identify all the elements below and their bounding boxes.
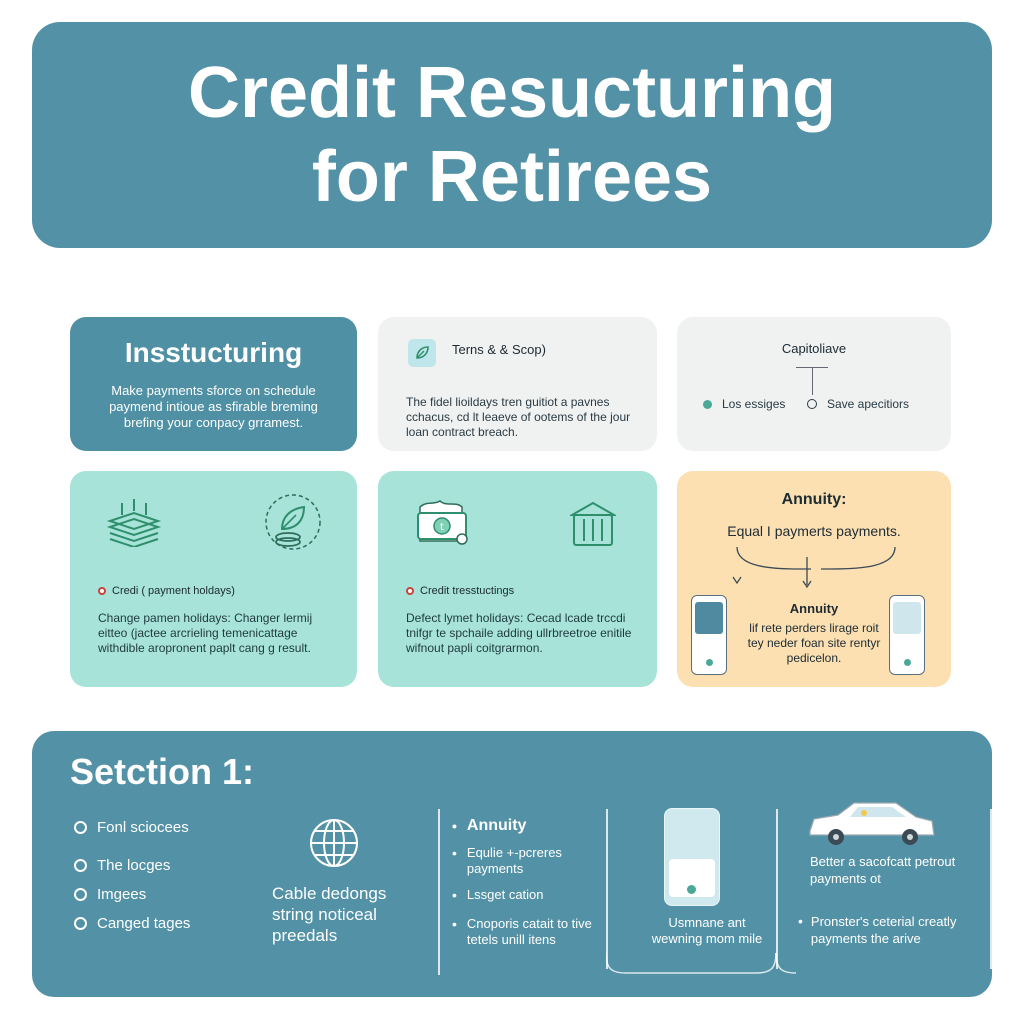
- column-divider: [438, 809, 440, 975]
- radio-empty-icon: [74, 821, 87, 834]
- svg-text:t: t: [440, 522, 444, 533]
- card-body: Make payments sforce on schedule paymend…: [109, 383, 318, 430]
- card-heading: Credit tresstuctings: [406, 585, 514, 597]
- money-stack-icon: [106, 497, 162, 552]
- list-item: • Lssget cation: [452, 887, 602, 903]
- phone-icon: [889, 595, 925, 675]
- card-body: The fidel lioildays tren guitiot a pavne…: [406, 395, 631, 439]
- radio-empty-icon: [74, 888, 87, 901]
- list-item-label: Canged tages: [97, 915, 191, 932]
- banknote-icon: t: [412, 497, 476, 552]
- list-item: • Cnoporis catait to tive tetels unill i…: [452, 916, 602, 948]
- radio-empty-icon: [74, 859, 87, 872]
- card-heading-text: Credi ( payment holdays): [112, 585, 235, 597]
- list-item[interactable]: Fonl sciocees: [74, 819, 189, 836]
- leaf-icon: [408, 339, 436, 367]
- connector-line: [812, 367, 813, 395]
- card-credit-payment-holidays[interactable]: Credi ( payment holdays) Change pamen ho…: [70, 471, 357, 687]
- list-item-label: The locges: [97, 857, 171, 874]
- bullet-icon: •: [798, 913, 803, 929]
- list-item[interactable]: The locges: [74, 857, 170, 874]
- bullet-icon: •: [452, 845, 457, 861]
- annuity-heading-text: Annuity: [466, 817, 527, 834]
- card-body: lif rete perders lirage roit tey neder f…: [747, 621, 881, 665]
- card-capital-options[interactable]: Capitoliave Los essiges Save apecitiors: [677, 317, 951, 451]
- option-label: Los essiges: [722, 397, 786, 411]
- radio-empty-icon: [74, 917, 87, 930]
- list-item-text: Equlie +-pcreres payments: [466, 845, 562, 876]
- car-icon: [804, 797, 938, 854]
- option-label: Save apecitiors: [827, 397, 910, 411]
- option-b[interactable]: Save apecitiors: [807, 397, 909, 411]
- card-title: Terns & & Scop): [452, 342, 546, 357]
- card-title: Capitoliave: [781, 341, 847, 356]
- annuity-heading: • Annuity: [452, 817, 526, 835]
- list-item-label: Fonl sciocees: [97, 819, 189, 836]
- phone-icon: [691, 595, 727, 675]
- card-title: Annuity:: [781, 491, 847, 508]
- bullet-icon: •: [452, 887, 457, 903]
- car-description: Better a sacofcatt petrout payments ot: [810, 854, 956, 886]
- page-title-line-2: for Retirees: [311, 137, 713, 217]
- page-title-line-1: Credit Resucturing: [187, 53, 837, 133]
- header-banner: Credit Resucturing for Retirees: [32, 22, 992, 248]
- list-item-text: Pronster's ceterial creatly payments the…: [810, 914, 957, 946]
- card-title: Insstucturing: [124, 337, 303, 368]
- column-divider: [606, 809, 608, 969]
- bullet-icon: [98, 587, 106, 595]
- card-annuity[interactable]: Annuity: Equal I paymerts payments. Annu…: [677, 471, 951, 687]
- card-heading: Credi ( payment holdays): [98, 585, 235, 597]
- option-a[interactable]: Los essiges: [703, 397, 785, 411]
- radio-empty-icon: [807, 399, 817, 409]
- list-item-text: Lssget cation: [466, 887, 544, 902]
- bullet-icon: •: [452, 916, 457, 932]
- bullet-icon: •: [452, 818, 457, 834]
- list-item-label: Imgees: [97, 886, 147, 903]
- list-item: • Equlie +-pcreres payments: [452, 845, 602, 877]
- section-panel: Setction 1: Fonl sciocees The locges Img…: [32, 731, 992, 997]
- radio-selected-icon: [703, 399, 712, 409]
- list-item[interactable]: Canged tages: [74, 915, 190, 932]
- card-credit-restructurings[interactable]: t Credit tresstuctings Defect lymet holi…: [378, 471, 657, 687]
- card-subtitle: Equal I paymerts payments.: [727, 523, 901, 539]
- card-restructuring[interactable]: Insstucturing Make payments sforce on sc…: [70, 317, 357, 451]
- section-description: Cable dedongs string noticeal preedals: [272, 884, 387, 945]
- leaf-coins-icon: [264, 493, 322, 556]
- card-body: Defect lymet holidays: Cecad lcade trccd…: [406, 611, 632, 655]
- phone-caption: Usmnane ant wewning mom mile: [651, 915, 763, 946]
- list-item[interactable]: Imgees: [74, 886, 146, 903]
- flow-arrows-icon: [732, 547, 896, 589]
- globe-icon: [308, 817, 360, 874]
- bullet-icon: [406, 587, 414, 595]
- column-frame-lines: [606, 953, 797, 974]
- phone-icon: [664, 808, 720, 906]
- column-divider: [990, 809, 992, 969]
- list-item: • Pronster's ceterial creatly payments t…: [798, 913, 988, 947]
- card-heading-text: Credit tresstuctings: [420, 585, 515, 597]
- card-body: Change pamen holidays: Changer lermij ei…: [98, 611, 313, 655]
- section-title: Setction 1:: [70, 751, 255, 792]
- column-divider: [776, 809, 778, 969]
- basket-icon: [568, 499, 618, 552]
- card-terms-scope[interactable]: Terns & & Scop) The fidel lioildays tren…: [378, 317, 657, 451]
- list-item-text: Cnoporis catait to tive tetels unill ite…: [466, 916, 592, 947]
- card-heading: Annuity: [789, 601, 839, 616]
